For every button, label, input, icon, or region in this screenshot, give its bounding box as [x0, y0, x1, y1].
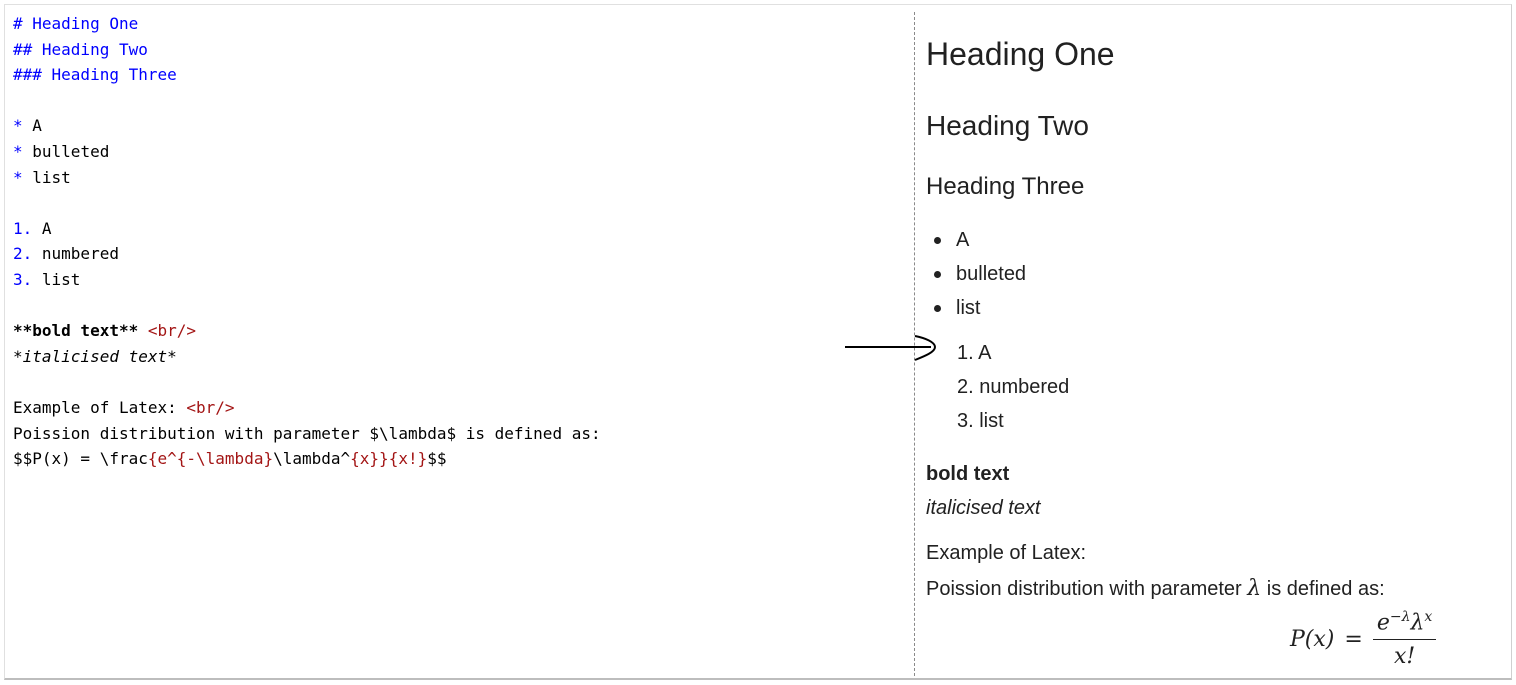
list-item-text: 1. A: [957, 342, 992, 364]
formula-part: $$P(x) = \frac: [13, 449, 148, 469]
number-text: numbered: [32, 244, 119, 264]
bullet-text: list: [22, 167, 71, 187]
arrow-right-icon: [845, 335, 937, 361]
editor-br-tag: <br/>: [138, 321, 197, 341]
editor-line-number-1: 1. A: [13, 216, 893, 242]
num-exp-neg-lambda: −λ: [1389, 609, 1411, 626]
list-item-text: 2. numbered: [957, 376, 1070, 398]
preview-numbered-list: 1. A 2. numbered 3. list: [957, 339, 1069, 441]
editor-line-bullet-2: * bulleted: [13, 139, 893, 165]
number-marker: 3.: [13, 269, 33, 289]
bullet-marker: *: [13, 116, 23, 136]
editor-line-h1: # Heading One: [13, 11, 893, 37]
formula-part: {e^{-\lambda}: [147, 449, 274, 469]
num-base-e: e: [1376, 610, 1390, 636]
editor-line-number-3: 3. list: [13, 267, 893, 293]
num-exp-x: x: [1424, 609, 1433, 626]
number-marker: 1.: [13, 218, 33, 238]
list-item: list: [934, 294, 1026, 328]
editor-latex-label: Example of Latex:: [13, 397, 177, 417]
poisson-text-before: Poission distribution with parameter: [926, 578, 1248, 600]
bullet-marker: *: [13, 167, 23, 187]
list-item-text: bulleted: [956, 263, 1027, 285]
editor-blank-line: [13, 293, 893, 319]
formula-numerator: e−λλx: [1373, 609, 1437, 638]
editor-line-formula: $$P(x) = \frac{e^{-\lambda}\lambda^{x}}{…: [13, 446, 893, 472]
editor-line-h2: ## Heading Two: [13, 37, 893, 63]
list-item-text: A: [956, 229, 970, 251]
markdown-editor[interactable]: # Heading One ## Heading Two ### Heading…: [13, 11, 893, 472]
bullet-dot-icon: [934, 237, 941, 244]
number-text: list: [32, 269, 81, 289]
editor-line-italic: *italicised text*: [13, 344, 893, 370]
number-text: A: [32, 218, 52, 238]
formula-equals: =: [1344, 626, 1363, 652]
editor-line-latex-label: Example of Latex: <br/>: [13, 395, 893, 421]
bullet-dot-icon: [934, 305, 941, 312]
poisson-text-after: is defined as:: [1261, 578, 1385, 600]
preview-poisson-line: Poission distribution with parameter λ i…: [926, 576, 1385, 601]
editor-line-h3: ### Heading Three: [13, 62, 893, 88]
bullet-text: A: [22, 116, 42, 136]
list-item: 1. A: [957, 339, 1069, 373]
formula-lhs: P(x): [1290, 626, 1335, 652]
list-item-text: list: [956, 297, 981, 319]
poisson-formula: P(x) = e−λλx x!: [1290, 606, 1437, 672]
bullet-dot-icon: [934, 271, 941, 278]
editor-bold-text: **bold text**: [13, 321, 139, 341]
preview-latex-label: Example of Latex:: [926, 542, 1087, 564]
preview-italic-text: italicised text: [926, 497, 1041, 519]
list-item-text: 3. list: [957, 410, 1004, 432]
formula-part: {x}}{x!}: [350, 449, 428, 469]
preview-bulleted-list: A bulleted list: [934, 226, 1027, 328]
preview-bold-text: bold text: [926, 463, 1010, 485]
num-base-lambda: λ: [1410, 610, 1425, 636]
editor-line-poisson: Poission distribution with parameter $\l…: [13, 421, 893, 447]
list-item: A: [934, 226, 1026, 260]
editor-h1: # Heading One: [13, 14, 139, 33]
editor-line-bullet-1: * A: [13, 113, 893, 139]
bullet-text: bulleted: [22, 141, 110, 161]
editor-line-bold: **bold text** <br/>: [13, 318, 893, 344]
formula-denominator: x!: [1393, 643, 1416, 669]
fraction-bar: [1372, 638, 1437, 640]
list-item: 2. numbered: [957, 373, 1069, 407]
list-item: 3. list: [957, 407, 1069, 441]
preview-heading-two: Heading Two: [926, 110, 1089, 141]
formula-fraction: e−λλx x!: [1372, 609, 1437, 669]
editor-poisson-text: Poission distribution with parameter $\l…: [13, 423, 601, 443]
editor-blank-line: [13, 369, 893, 395]
preview-heading-one: Heading One: [926, 36, 1115, 72]
editor-br-tag: <br/>: [176, 397, 235, 417]
formula-part: $$: [427, 449, 447, 469]
editor-italic-text: *italicised text*: [13, 346, 177, 366]
preview-heading-three: Heading Three: [926, 173, 1085, 200]
window-frame: [4, 4, 1512, 680]
list-item: bulleted: [934, 260, 1027, 294]
lambda-symbol: λ: [1247, 576, 1262, 601]
editor-blank-line: [13, 190, 893, 216]
editor-blank-line: [13, 88, 893, 114]
number-marker: 2.: [13, 244, 33, 264]
bullet-marker: *: [13, 141, 23, 161]
pane-divider[interactable]: [914, 12, 915, 676]
editor-h3: ### Heading Three: [13, 65, 177, 85]
editor-h2: ## Heading Two: [13, 39, 148, 59]
formula-part: \lambda^: [273, 449, 351, 469]
editor-line-bullet-3: * list: [13, 165, 893, 191]
editor-line-number-2: 2. numbered: [13, 241, 893, 267]
